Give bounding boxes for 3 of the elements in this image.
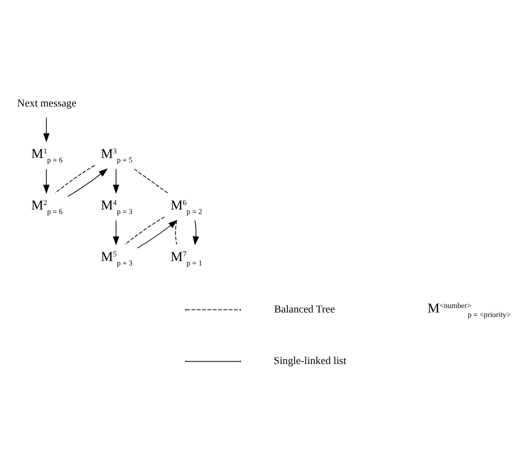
legend-label: Balanced Tree bbox=[274, 304, 335, 316]
legend-label: Single-linked list bbox=[274, 356, 346, 367]
node-text: Next message bbox=[17, 98, 76, 109]
